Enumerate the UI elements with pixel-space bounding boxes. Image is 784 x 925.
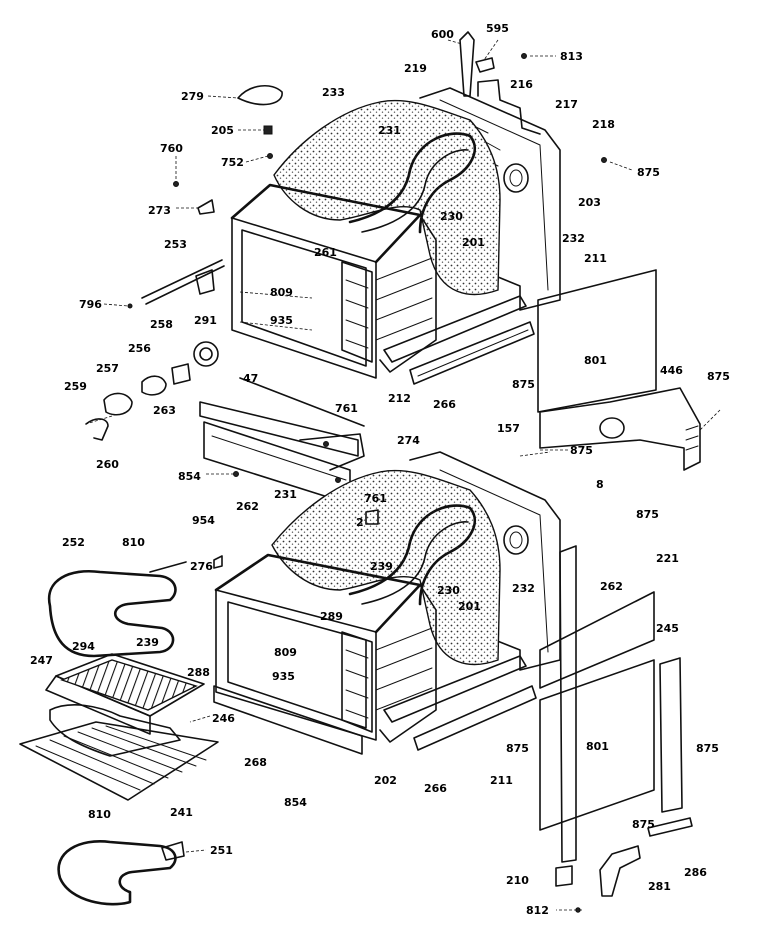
callout-label: 854 <box>178 470 201 483</box>
callout-label: 875 <box>570 444 593 457</box>
callout-label: 810 <box>88 808 111 821</box>
callout-label: 233 <box>322 86 345 99</box>
callout-label: 595 <box>486 22 509 35</box>
callout-label: 212 <box>388 392 411 405</box>
callout-label: 813 <box>560 50 583 63</box>
broiler-pan-and-racks <box>19 561 219 906</box>
callout-label: 276 <box>190 560 213 573</box>
callout-label: 260 <box>96 458 119 471</box>
callout-label: 281 <box>648 880 671 893</box>
callout-label: 801 <box>586 740 609 753</box>
callout-label: 253 <box>164 238 187 251</box>
upper-oven-assembly <box>230 79 561 385</box>
callout-label: 288 <box>187 666 210 679</box>
callout-label: 875 <box>636 508 659 521</box>
callout-label: 47 <box>243 372 258 385</box>
callout-label: 230 <box>440 210 463 223</box>
callout-label: 201 <box>462 236 485 249</box>
callout-label: 875 <box>707 370 730 383</box>
callout-label: 761 <box>335 402 358 415</box>
callout-label: 875 <box>512 378 535 391</box>
callout-label: 247 <box>30 654 53 667</box>
callout-label: 761 <box>364 492 387 505</box>
callout-label: 2 <box>356 516 364 529</box>
callout-label: 230 <box>437 584 460 597</box>
callout-label: 256 <box>128 342 151 355</box>
callout-label: 263 <box>153 404 176 417</box>
callout-label: 218 <box>592 118 615 131</box>
callout-label: 258 <box>150 318 173 331</box>
callout-label: 279 <box>181 90 204 103</box>
callout-label: 211 <box>490 774 513 787</box>
callout-label: 796 <box>79 298 102 311</box>
callout-label: 935 <box>272 670 295 683</box>
callout-label: 809 <box>274 646 297 659</box>
top-small-parts <box>173 31 607 215</box>
callout-label: 231 <box>274 488 297 501</box>
callout-label: 875 <box>632 818 655 831</box>
lower-oven-assembly <box>213 451 561 755</box>
callout-label: 289 <box>320 610 343 623</box>
leader-lines <box>85 39 721 911</box>
callout-label: 812 <box>526 904 549 917</box>
callout-label: 8 <box>596 478 604 491</box>
callout-label: 752 <box>221 156 244 169</box>
callout-label: 216 <box>510 78 533 91</box>
callout-label: 211 <box>584 252 607 265</box>
callout-label: 232 <box>562 232 585 245</box>
callout-label: 257 <box>96 362 119 375</box>
callout-label: 446 <box>660 364 683 377</box>
left-control-parts <box>85 259 225 441</box>
callout-label: 875 <box>506 742 529 755</box>
callout-label: 262 <box>236 500 259 513</box>
callout-label: 221 <box>656 552 679 565</box>
callout-label: 600 <box>431 28 454 41</box>
callout-label: 205 <box>211 124 234 137</box>
callout-label: 241 <box>170 806 193 819</box>
callout-label: 245 <box>656 622 679 635</box>
callout-label: 286 <box>684 866 707 879</box>
callout-label: 294 <box>72 640 95 653</box>
callout-label: 203 <box>578 196 601 209</box>
lower-side-panels <box>539 545 693 913</box>
callout-label: 239 <box>370 560 393 573</box>
callout-labels: 600 595 813 219 216 217 218 875 203 279 … <box>30 22 730 917</box>
callout-label: 266 <box>424 782 447 795</box>
callout-label: 232 <box>512 582 535 595</box>
callout-label: 801 <box>584 354 607 367</box>
callout-label: 252 <box>62 536 85 549</box>
callout-label: 760 <box>160 142 183 155</box>
callout-label: 875 <box>696 742 719 755</box>
callout-label: 810 <box>122 536 145 549</box>
callout-label: 259 <box>64 380 87 393</box>
callout-label: 273 <box>148 204 171 217</box>
callout-label: 854 <box>284 796 307 809</box>
callout-label: 809 <box>270 286 293 299</box>
callout-label: 268 <box>244 756 267 769</box>
callout-label: 157 <box>497 422 520 435</box>
callout-label: 935 <box>270 314 293 327</box>
callout-label: 219 <box>404 62 427 75</box>
callout-label: 217 <box>555 98 578 111</box>
callout-label: 231 <box>378 124 401 137</box>
callout-label: 266 <box>433 398 456 411</box>
callout-label: 875 <box>637 166 660 179</box>
callout-label: 291 <box>194 314 217 327</box>
callout-label: 261 <box>314 246 337 259</box>
callout-label: 251 <box>210 844 233 857</box>
callout-label: 274 <box>397 434 420 447</box>
callout-label: 202 <box>374 774 397 787</box>
callout-label: 210 <box>506 874 529 887</box>
control-panel-bars <box>199 377 365 505</box>
callout-label: 954 <box>192 514 215 527</box>
callout-label: 239 <box>136 636 159 649</box>
callout-label: 262 <box>600 580 623 593</box>
callout-label: 201 <box>458 600 481 613</box>
callout-label: 246 <box>212 712 235 725</box>
upper-side-panel <box>537 269 701 471</box>
